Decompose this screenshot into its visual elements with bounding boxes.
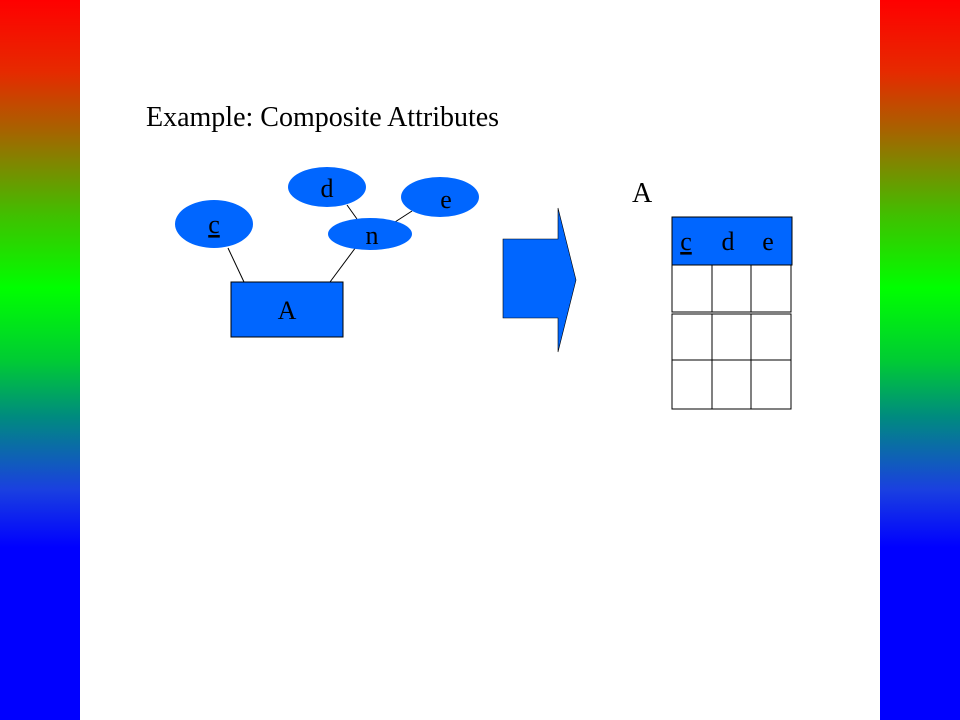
attribute-d-label: d [321, 174, 334, 203]
table-header-row [671, 216, 793, 266]
attribute-d: d [288, 167, 366, 207]
table-name: A [632, 178, 653, 209]
attribute-n: n [328, 218, 412, 250]
left-gradient-bar [0, 0, 80, 720]
attribute-e-label: e [440, 185, 452, 214]
arrow-right-icon [502, 207, 577, 353]
column-header-c: c [680, 227, 692, 256]
entity-a-label: A [278, 296, 297, 325]
table-row [671, 359, 792, 410]
connector-n-entity [329, 246, 357, 283]
table-row [671, 264, 792, 313]
attribute-c: c [175, 200, 253, 248]
table-row [671, 313, 792, 361]
column-header-d: d [722, 227, 735, 256]
connector-d-n [346, 204, 358, 220]
relation-table: c d e [671, 216, 793, 410]
column-header-e: e [762, 227, 774, 256]
attribute-c-label: c [208, 210, 220, 239]
attribute-n-label: n [366, 221, 379, 250]
attribute-e: e [401, 177, 479, 217]
entity-a: A [230, 281, 344, 338]
connector-c-entity [227, 247, 245, 283]
right-gradient-bar [880, 0, 960, 720]
connector-e-n [394, 210, 413, 223]
slide-title: Example: Composite Attributes [146, 102, 500, 133]
